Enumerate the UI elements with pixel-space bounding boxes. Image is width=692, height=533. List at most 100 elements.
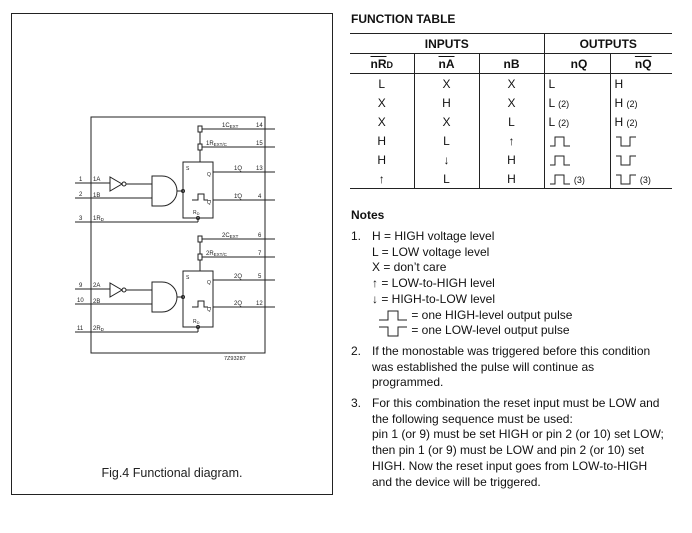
cell-rd: X (377, 114, 386, 129)
label-rext1: 1REXT/C (206, 141, 228, 147)
table-row: H↓H (350, 150, 672, 169)
note-3-line: pin 1 (or 9) must be set HIGH or pin 2 (… (372, 427, 664, 442)
pulse-symbol-1 (192, 193, 208, 201)
and-gate-2 (151, 281, 178, 313)
col-q: nQ (543, 53, 610, 74)
label-1q: 1Q (234, 166, 242, 172)
pin-15: 15 (256, 141, 263, 147)
cell-qbar: H (609, 73, 672, 93)
note-2-number: 2. (351, 344, 362, 358)
rext2-terminal (197, 253, 203, 261)
ic-body (90, 116, 266, 354)
function-table-title: FUNCTION TABLE (351, 12, 456, 26)
diagram-code: 7Z93287 (224, 356, 246, 362)
cell-rd: H (377, 133, 387, 148)
label-1qbar: 1Q (234, 194, 242, 200)
cell-rd: ↑ (350, 169, 414, 189)
inputs-header: INPUTS (350, 33, 544, 54)
label-s1: S (186, 166, 190, 172)
label-qb1-inner: Q (207, 200, 211, 206)
note-1-pulse-high: = one HIGH-level output pulse (372, 308, 572, 324)
label-rext2: 2REXT/C (206, 251, 228, 257)
note-1-line: H = HIGH voltage level (372, 229, 495, 243)
outputs-header: OUTPUTS (543, 33, 672, 54)
input-buffer-2 (109, 282, 123, 298)
cell-a: ↓ (413, 150, 479, 169)
note-1-line: ↑ = LOW-to-HIGH level (372, 276, 495, 291)
cell-qbar: (3) (609, 169, 672, 189)
note-1: H = HIGH voltage level L = LOW voltage l… (372, 229, 572, 339)
note-2-line: programmed. (372, 375, 444, 390)
figure-caption: Fig.4 Functional diagram. (101, 466, 243, 480)
label-qb2-inner: Q (207, 307, 211, 313)
cell-qbar: H (2) (609, 93, 672, 112)
cext2-terminal (197, 235, 203, 243)
col-qbar: nQ (609, 53, 672, 74)
note-3-line: then pin 1 (or 9) must be LOW and pin 2 … (372, 443, 645, 458)
functional-diagram-figure: 1CEXT 1REXT/C 1Q 1Q S Q Q RD 1A 1B 1RD 2… (11, 13, 333, 495)
label-1rd: 1RD (93, 216, 105, 222)
note-3-number: 3. (351, 396, 362, 410)
cell-rd: L (378, 76, 386, 91)
and-gate-1 (151, 175, 178, 207)
pulse-symbol-2 (192, 300, 208, 308)
note-1-pulse-low: = one LOW-level output pulse (372, 323, 572, 339)
logic-diagram: 1CEXT 1REXT/C 1Q 1Q S Q Q RD 1A 1B 1RD 2… (75, 116, 275, 362)
pin-6: 6 (258, 233, 262, 239)
pin-5: 5 (258, 274, 262, 280)
low-pulse-icon (615, 174, 636, 185)
high-pulse-icon (549, 155, 570, 166)
note-3-line: the following sequence must be used: (372, 411, 573, 426)
pin-13: 13 (256, 166, 263, 172)
cell-q: L (2) (543, 93, 610, 112)
label-cext1: 1CEXT (222, 123, 239, 129)
label-2q: 2Q (234, 274, 242, 280)
low-pulse-icon (615, 136, 636, 147)
note-2-line: If the monostable was triggered before t… (372, 344, 651, 358)
col-b: nB (478, 53, 544, 74)
note-1-line: ↓ = HIGH-to-LOW level (372, 291, 496, 306)
label-1b: 1B (93, 193, 100, 199)
pin-14: 14 (256, 123, 263, 129)
label-2qbar: 2Q (234, 301, 242, 307)
cell-b: H (478, 150, 544, 169)
low-pulse-icon (615, 155, 636, 166)
label-s2: S (186, 275, 190, 281)
cell-a: L (413, 169, 479, 189)
cell-rd: X (377, 95, 386, 110)
pin-9: 9 (79, 283, 83, 289)
cell-q (543, 131, 610, 150)
low-pulse-icon (379, 326, 407, 337)
cell-b: ↑ (478, 131, 544, 150)
note-1-number: 1. (351, 229, 362, 243)
cell-b: H (478, 169, 544, 189)
cell-b: X (478, 93, 544, 112)
pin-2: 2 (79, 192, 83, 198)
label-q1-inner: Q (207, 172, 211, 178)
note-1-line: L = LOW voltage level (372, 244, 490, 259)
input-buffer-1 (109, 176, 123, 192)
col-rd: nRD (350, 53, 414, 74)
pin-1: 1 (79, 177, 83, 183)
note-3: For this combination the reset input mus… (372, 396, 664, 490)
cell-qbar: H (2) (609, 112, 672, 131)
cell-rd: H (377, 152, 387, 167)
label-cext2: 2CEXT (222, 233, 239, 239)
pin-7: 7 (258, 251, 262, 257)
pin-11: 11 (77, 326, 84, 332)
cext1-terminal (197, 125, 203, 133)
cell-a: X (413, 73, 479, 93)
label-2b: 2B (93, 299, 100, 305)
label-rd1-inner: RD (193, 210, 200, 216)
note-3-line: For this combination the reset input mus… (372, 396, 660, 410)
notes-title: Notes (351, 208, 385, 222)
high-pulse-icon (379, 310, 407, 321)
label-rd2-inner: RD (193, 319, 200, 325)
cell-q (543, 150, 610, 169)
cell-q: (3) (543, 169, 610, 189)
cell-qbar (609, 131, 672, 150)
label-2rd: 2RD (93, 326, 105, 332)
